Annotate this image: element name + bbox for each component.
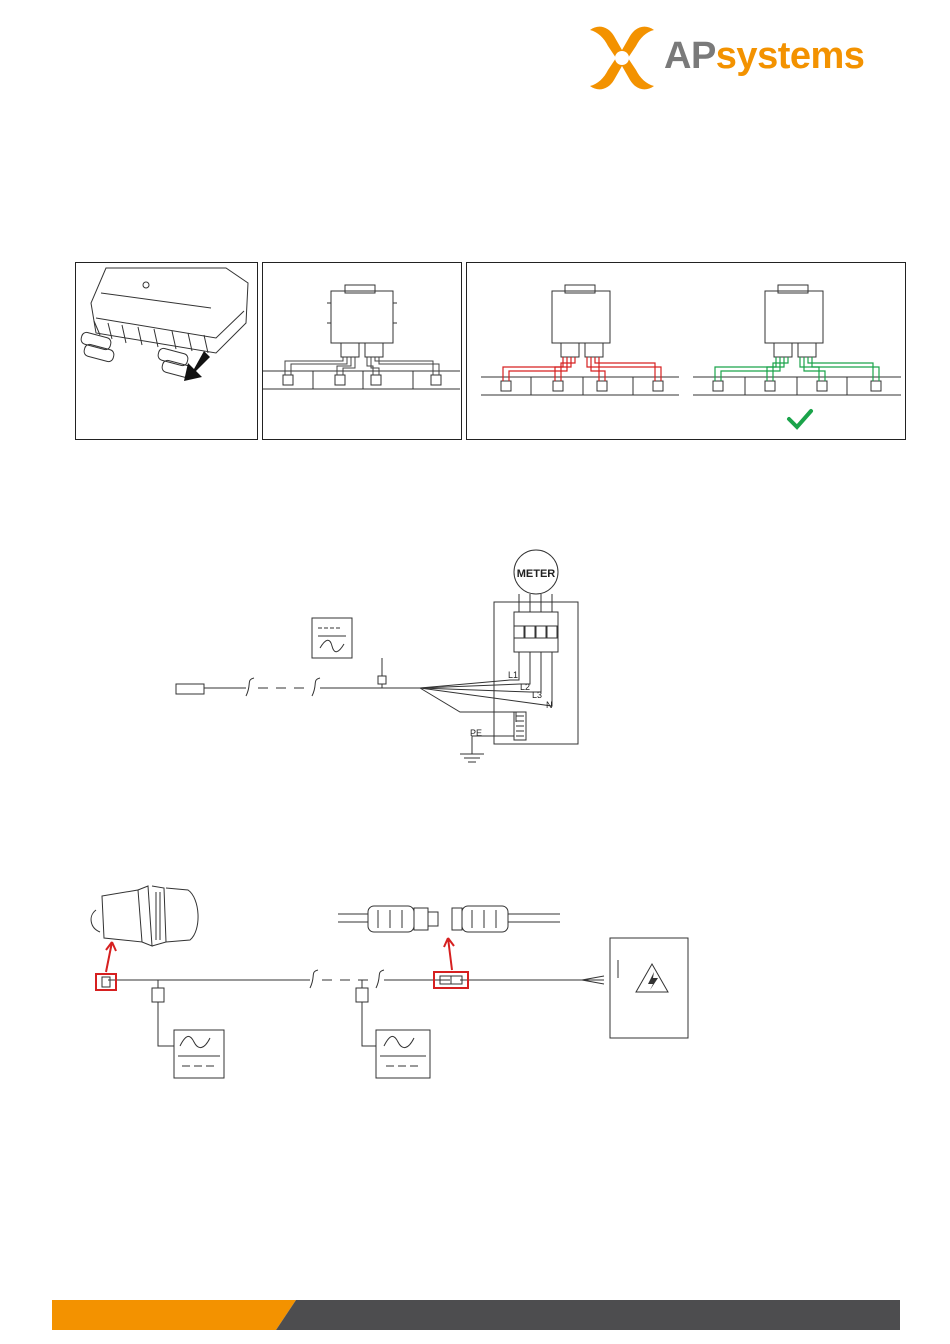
label-l3: L3 xyxy=(532,690,542,700)
apsystems-logo-icon xyxy=(584,22,660,92)
brand-name: APsystems xyxy=(664,36,864,76)
label-l1: L1 xyxy=(508,670,518,680)
inverter-connector-removal-drawing xyxy=(76,263,256,438)
figure1-panel-a xyxy=(75,262,258,440)
end-cap xyxy=(176,684,204,694)
meter-cabinet xyxy=(494,602,578,744)
distribution-box-icon xyxy=(610,938,688,1038)
down-arrow-icon xyxy=(180,349,216,385)
footer-bar xyxy=(0,1298,950,1332)
footer-dark-segment xyxy=(276,1300,900,1330)
wiring-comparison-drawing xyxy=(467,263,904,438)
checkmark-icon xyxy=(789,411,811,427)
high-voltage-icon xyxy=(636,964,668,992)
inverter-to-modules-wiring xyxy=(263,263,460,438)
label-l2: L2 xyxy=(520,682,530,692)
apsystems-logo: APsystems xyxy=(584,22,894,92)
figure1-panel-b xyxy=(262,262,462,440)
connector-icon xyxy=(338,906,560,932)
label-pe: PE xyxy=(470,728,482,738)
label-n: N xyxy=(546,700,553,710)
ac-inverter-box xyxy=(312,618,352,658)
ac-bus-cable-diagram xyxy=(78,880,698,1090)
end-cap-icon xyxy=(91,886,198,946)
footer-orange-segment xyxy=(52,1300,296,1330)
meter-wiring-diagram: METER L1 L2 L3 N PE xyxy=(160,540,620,780)
meter-label: METER xyxy=(517,568,556,580)
figure1-panel-c xyxy=(466,262,906,440)
